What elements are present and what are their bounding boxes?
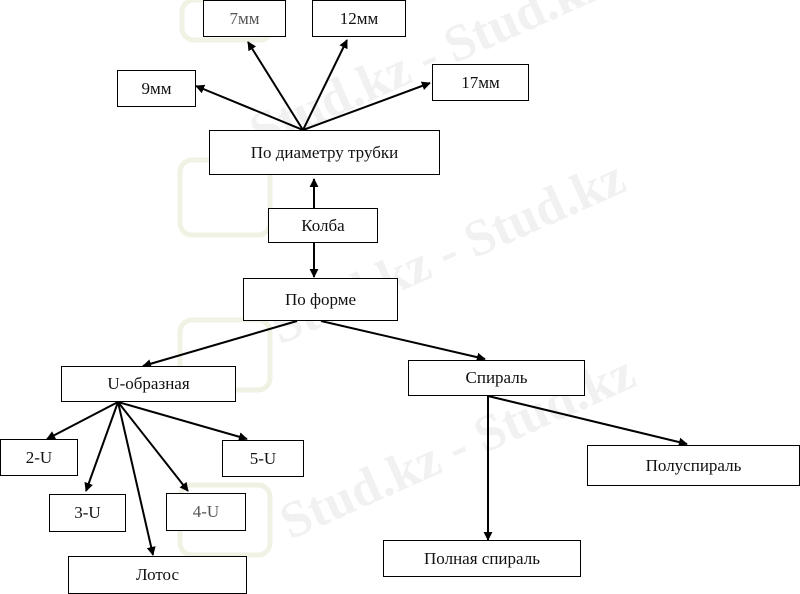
node-7mm: 7мм (203, 0, 286, 37)
node-kolba: Колба (268, 208, 378, 243)
node-9mm: 9мм (117, 70, 196, 107)
edge-diameter-7mm (247, 41, 304, 131)
edge-diameter-12mm (302, 39, 348, 131)
edge-spiral-half (487, 395, 688, 447)
node-4u: 4-U (166, 493, 246, 531)
node-12mm: 12мм (312, 0, 406, 37)
node-full-spiral: Полная спираль (383, 540, 581, 577)
edge-u-5u (117, 401, 248, 442)
node-u-shape: U-образная (61, 366, 236, 402)
node-17mm: 17мм (432, 64, 529, 101)
edge-diameter-9mm (195, 84, 304, 131)
edge-u-lotus (117, 401, 156, 556)
node-half-spiral: Полуспираль (587, 445, 800, 486)
node-diameter: По диаметру трубки (209, 130, 440, 175)
node-lotus: Лотос (68, 556, 247, 594)
node-shape: По форме (243, 278, 398, 321)
node-spiral: Спираль (408, 360, 585, 396)
edge-diameter-17mm (302, 81, 431, 131)
edge-u-4u (117, 401, 189, 492)
edge-u-2u (46, 401, 119, 440)
node-3u: 3-U (49, 494, 126, 532)
edge-shape-u (142, 320, 298, 369)
edge-u-3u (84, 401, 119, 492)
node-5u: 5-U (222, 440, 304, 477)
node-2u: 2-U (0, 439, 78, 476)
edge-shape-spiral (320, 320, 486, 362)
